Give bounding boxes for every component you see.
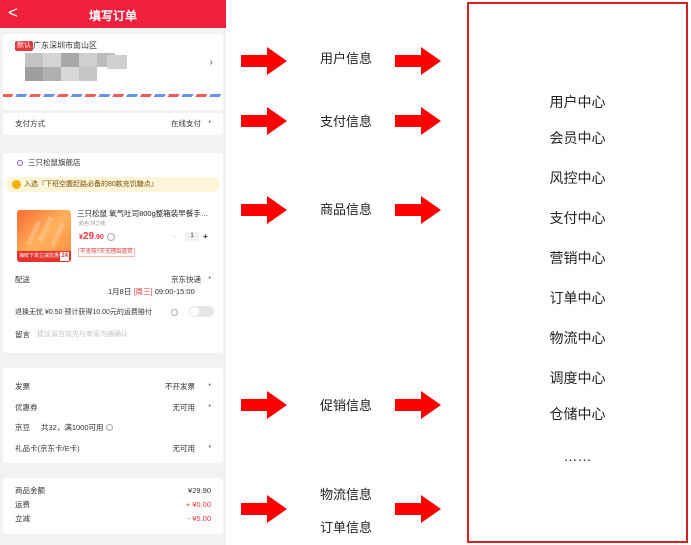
more-icon: • (208, 275, 211, 282)
promo-text: 入选『下班空腹赶路必备的80款充饥糖点』 (24, 181, 158, 188)
freight-value: + ¥0.00 (185, 500, 211, 509)
info-icon[interactable] (171, 309, 178, 316)
envelope-stripe (3, 94, 223, 97)
product-spec: 颜色:饼之味 (79, 221, 106, 227)
arrow-payinfo-to-centers-icon (395, 107, 441, 135)
no-return-badge: 不支持7天无理由退货 (78, 248, 135, 257)
more-icon: • (208, 444, 211, 451)
delivery-value[interactable]: 京东快递 (171, 275, 201, 284)
promo-banner[interactable]: 入选『下班空腹赶路必备的80款充饥糖点』 (6, 177, 220, 192)
more-icon: • (208, 119, 211, 126)
payment-card[interactable]: 支付方式 在线支付 • (3, 113, 223, 135)
center-dispatch: 调度中心 (549, 370, 606, 386)
shop-icon (17, 160, 23, 166)
promotion-card: 发票 不开发票 • 优惠券 无可用 • 京豆 共32，满1000可用 礼品卡(京… (3, 368, 223, 463)
payment-value: 在线支付 (171, 119, 201, 128)
giftcard-value[interactable]: 无可用 (172, 444, 196, 453)
freight-label: 运费 (15, 500, 30, 509)
info-icon[interactable] (106, 424, 113, 431)
product-image[interactable]: 海鲜下单立减优惠券 24 (17, 210, 71, 262)
order-form-screenshot: < 填写订单 默认 广东深圳市南山区 › 支付方式 在线支付 • 三只松鼠旗舰店 (0, 0, 226, 545)
coupon-value[interactable]: 无可用 (172, 403, 196, 412)
default-tag: 默认 (15, 41, 33, 51)
arrow-address-to-user-icon (241, 47, 287, 75)
invoice-value[interactable]: 不开发票 (165, 382, 195, 391)
coupon-label: 优惠券 (15, 403, 38, 412)
info-label-payment: 支付信息 (319, 114, 372, 129)
discount-value: - ¥5.00 (187, 514, 211, 523)
discount-label: 立减 (15, 514, 30, 523)
center-more: …… (563, 448, 592, 464)
remark-label: 留言 (15, 330, 30, 339)
page-title: 填写订单 (88, 9, 137, 23)
chevron-right-icon: › (209, 57, 213, 68)
payment-label: 支付方式 (15, 119, 45, 128)
info-label-promotion: 促销信息 (319, 398, 372, 413)
arrow-user-to-centers-icon (395, 47, 441, 75)
summary-card: 商品金额 ¥29.90 运费 + ¥0.00 立减 - ¥5.00 (3, 478, 223, 534)
arrow-promoinfo-to-centers-icon (395, 391, 441, 419)
center-logistics: 物流中心 (549, 330, 606, 346)
quantity-stepper[interactable]: - 1 + (173, 231, 211, 242)
arrow-payment-to-payinfo-icon (241, 107, 287, 135)
product-title[interactable]: 三只松鼠 氧气吐司800g整箱装早餐手… (77, 209, 209, 218)
info-label-logistics: 物流信息 (319, 487, 372, 502)
address-card[interactable]: 默认 广东深圳市南山区 › (3, 34, 223, 110)
app-header: < 填写订单 (0, 0, 226, 28)
product-image-badge: 24 (60, 252, 69, 261)
info-label-goods: 商品信息 (319, 202, 372, 217)
invoice-label: 发票 (15, 382, 30, 391)
service-centers-box: 用户中心 会员中心 风控中心 支付中心 营销中心 订单中心 物流中心 调度中心 … (467, 2, 688, 543)
giftcard-label: 礼品卡(京东卡/E卡) (15, 444, 80, 453)
address-region: 广东深圳市南山区 (33, 41, 97, 50)
center-risk: 风控中心 (549, 170, 606, 186)
info-label-user: 用户信息 (319, 51, 372, 66)
arrow-promo-to-promoinfo-icon (241, 391, 287, 419)
arrow-summary-to-info-icon (241, 495, 287, 523)
info-label-order: 订单信息 (319, 520, 372, 535)
quantity-input[interactable]: 1 (185, 232, 199, 241)
center-payment: 支付中心 (549, 210, 606, 226)
arrow-goods-to-goodsinfo-icon (241, 196, 287, 224)
delivery-label: 配送 (15, 275, 30, 284)
center-member: 会员中心 (549, 130, 606, 146)
center-marketing: 营销中心 (549, 250, 606, 266)
back-icon[interactable]: < (8, 3, 18, 22)
center-user: 用户中心 (549, 94, 606, 110)
goods-card: 三只松鼠旗舰店 入选『下班空腹赶路必备的80款充饥糖点』 海鲜下单立减优惠券 2… (3, 153, 223, 353)
jd-bean-value: 共32，满1000可用 (41, 423, 104, 432)
more-icon: • (208, 403, 211, 410)
bulb-icon (12, 180, 21, 189)
arrow-info-to-centers-icon (395, 495, 441, 523)
more-icon: • (208, 382, 211, 389)
arrow-goodsinfo-to-centers-icon (395, 196, 441, 224)
insurance-toggle[interactable] (189, 306, 214, 317)
center-order: 订单中心 (549, 290, 606, 306)
product-price: ¥29.90 (79, 231, 104, 242)
increase-button[interactable]: + (203, 232, 208, 241)
info-icon[interactable] (107, 233, 115, 241)
delivery-time: 1月8日 [周三] 09:00-15:00 (108, 287, 195, 296)
jd-bean-label: 京豆 (15, 423, 30, 432)
goods-amount-label: 商品金额 (15, 486, 45, 495)
center-warehouse: 仓储中心 (549, 406, 606, 422)
shop-name[interactable]: 三只松鼠旗舰店 (28, 158, 81, 167)
remark-input[interactable]: 建议留言前先与商家沟通确认 (37, 331, 128, 338)
goods-amount-value: ¥29.90 (188, 486, 211, 495)
decrease-button[interactable]: - (173, 232, 176, 241)
product-image-band: 海鲜下单立减优惠券 (17, 251, 71, 262)
shipping-insurance: 退换无忧 ¥0.50 预计获得10.00元的运费赔付 (15, 309, 152, 316)
